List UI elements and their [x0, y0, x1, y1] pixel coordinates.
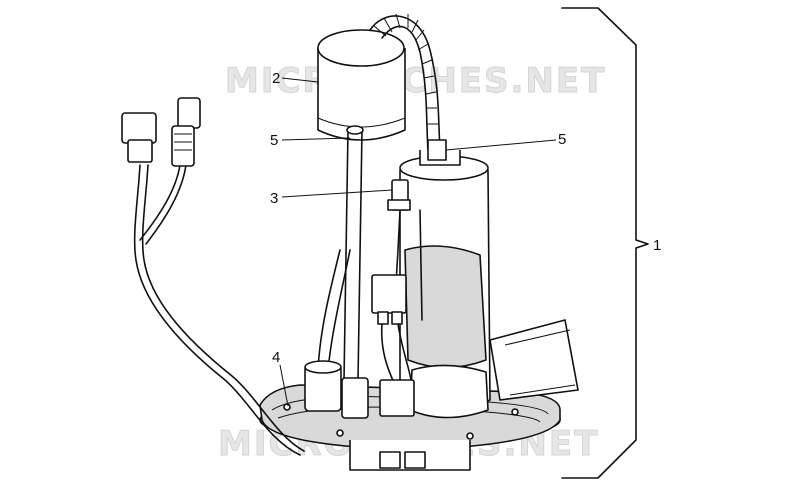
pressure-regulator [317, 29, 406, 141]
assembly-bracket [561, 7, 649, 479]
electrical-connector [371, 274, 415, 417]
callout-4: 4 [272, 349, 280, 366]
callout-2: 2 [272, 70, 280, 87]
outlet-fitting [427, 139, 447, 161]
callout-3: 3 [270, 190, 278, 207]
leader-lines [279, 77, 557, 407]
callout-1: 1 [653, 237, 661, 254]
corrugated-hose [369, 13, 441, 151]
callout-5-right: 5 [558, 131, 566, 148]
fuel-tube [341, 125, 369, 419]
internal-wires [304, 249, 351, 412]
level-sensor [387, 179, 423, 321]
filter-sock [489, 319, 579, 401]
fuel-pump-body [399, 150, 491, 419]
wiring-harness [121, 97, 305, 456]
watermark-top: MICROFICHES.NET [225, 61, 606, 101]
callout-5-left: 5 [270, 132, 278, 149]
